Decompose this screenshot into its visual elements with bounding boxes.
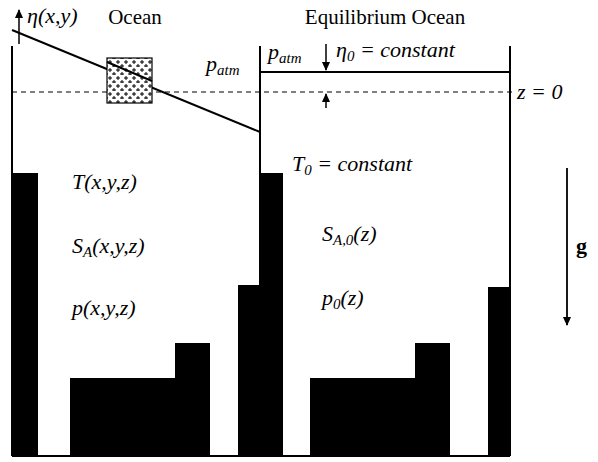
pressure-label: p(x,y,z) bbox=[72, 296, 136, 320]
temperature-label: T0 = constant bbox=[292, 152, 412, 176]
surface-height-label: η(x,y) bbox=[27, 4, 78, 28]
surface-height-label: η0 = constant bbox=[336, 38, 455, 62]
gravity-label: g bbox=[576, 234, 587, 258]
pressure-label: patm bbox=[268, 40, 301, 64]
temperature-label: T(x,y,z) bbox=[72, 170, 137, 194]
pressure-label: patm bbox=[206, 52, 239, 76]
panel-title: Equilibrium Ocean bbox=[305, 6, 465, 29]
pressure-label: p0(z) bbox=[322, 286, 364, 310]
panel-title: Ocean bbox=[108, 6, 162, 29]
salinity-label: SA(x,y,z) bbox=[72, 234, 145, 258]
reference-level-label: z = 0 bbox=[517, 80, 562, 104]
salinity-label: SA,0(z) bbox=[322, 222, 377, 246]
